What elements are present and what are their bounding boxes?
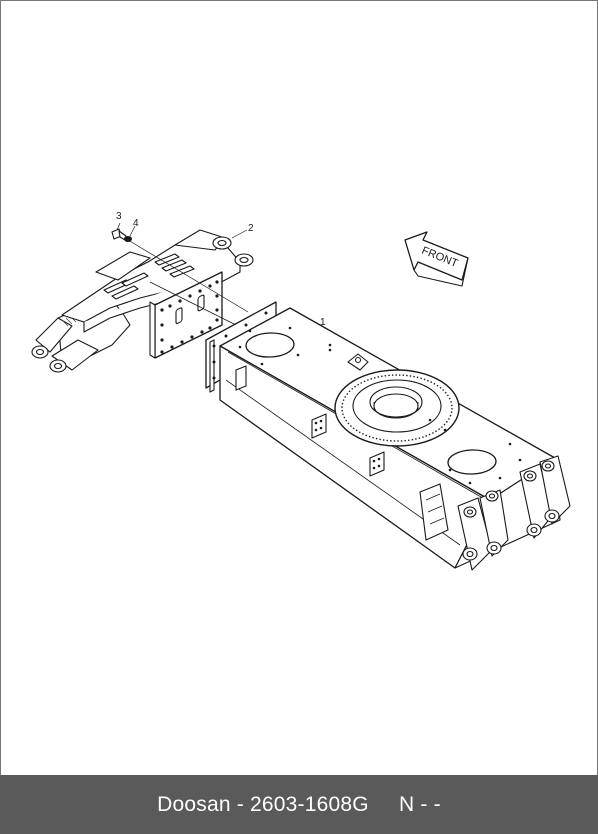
- callout-2: 2: [248, 223, 254, 234]
- callout-4: 4: [133, 218, 139, 229]
- front-arrow: FRONT: [404, 231, 469, 287]
- washer-part-4: [123, 225, 136, 243]
- part-number: 2603-1608G: [250, 792, 369, 816]
- callout-3: 3: [116, 211, 122, 222]
- bolt-part-3: [111, 222, 127, 241]
- caption-spacer: [369, 793, 399, 817]
- part-suffix: N - -: [398, 792, 441, 816]
- exploded-parts-diagram: FRONT: [31, 211, 571, 571]
- main-frame: [205, 301, 571, 571]
- caption-bar: Doosan - 2603-1608G N - -: [0, 775, 598, 834]
- brand-separator: -: [230, 792, 251, 816]
- front-bracket-assembly: [31, 229, 254, 373]
- callout-1: 1: [320, 317, 326, 328]
- brand-name: Doosan: [157, 792, 231, 816]
